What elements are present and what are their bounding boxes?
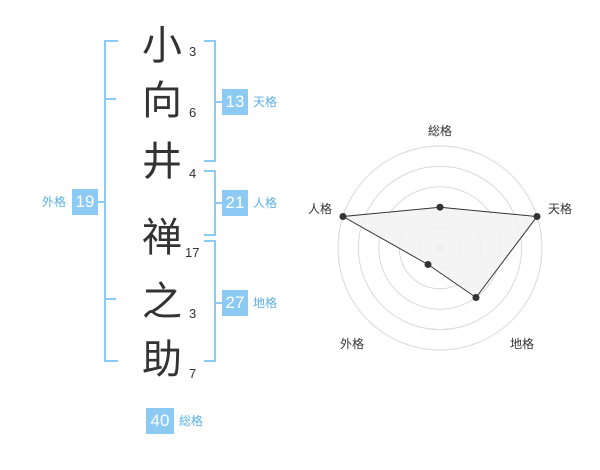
chikaku-connector — [216, 302, 222, 304]
radar-label-gaikaku: 外格 — [340, 337, 365, 351]
name-char-3: 井 — [142, 139, 182, 185]
name-char-1: 小 — [142, 23, 182, 69]
radar-label-jinkaku: 人格 — [308, 202, 333, 216]
tenkaku-bracket — [204, 40, 216, 162]
radar-label-chikaku: 地格 — [510, 337, 535, 351]
stroke-count-1: 3 — [189, 44, 197, 59]
name-char-5: 之 — [142, 279, 182, 325]
gaikaku-label: 外格 — [42, 195, 67, 209]
jinkaku-label: 人格 — [253, 196, 278, 210]
gaikaku-bracket-tick-top — [104, 98, 116, 100]
gaikaku-bracket-tick-bottom — [104, 298, 116, 300]
name-char-2: 向 — [142, 78, 182, 124]
tenkaku-label: 天格 — [253, 95, 278, 109]
radar-point-3 — [472, 294, 480, 302]
radar-grid-ring-4 — [357, 165, 523, 331]
jinkaku-bracket — [204, 170, 216, 236]
tenkaku-connector — [216, 101, 222, 103]
jinkaku-connector — [216, 202, 222, 204]
chikaku-label: 地格 — [253, 296, 278, 310]
gaikaku-value-box: 19 — [72, 189, 98, 215]
stroke-count-2: 6 — [189, 105, 197, 120]
jinkaku-value-box: 21 — [222, 190, 248, 216]
radar-polygon — [341, 206, 538, 299]
chikaku-bracket — [204, 240, 216, 362]
soukaku-label: 総格 — [179, 414, 204, 428]
name-char-6: 助 — [142, 337, 182, 383]
radar-point-1 — [436, 203, 444, 211]
stroke-count-3: 4 — [189, 166, 197, 181]
gaikaku-bracket — [104, 40, 118, 362]
soukaku-value-box: 40 — [146, 408, 174, 434]
radar-point-5 — [339, 212, 347, 220]
stroke-count-6: 7 — [189, 366, 197, 381]
chikaku-value-box: 27 — [222, 290, 248, 316]
radar-chart — [337, 145, 543, 351]
tenkaku-value-box: 13 — [222, 89, 248, 115]
radar-grid-ring-5 — [337, 145, 543, 351]
radar-point-4 — [424, 261, 432, 269]
radar-label-soukaku: 総格 — [428, 124, 453, 138]
radar-point-2 — [533, 212, 541, 220]
name-char-4: 禅 — [142, 215, 182, 261]
gaikaku-connector — [98, 201, 104, 203]
stroke-count-5: 3 — [189, 306, 197, 321]
radar-label-tenkaku: 天格 — [548, 202, 573, 216]
stroke-count-4: 17 — [185, 245, 200, 260]
